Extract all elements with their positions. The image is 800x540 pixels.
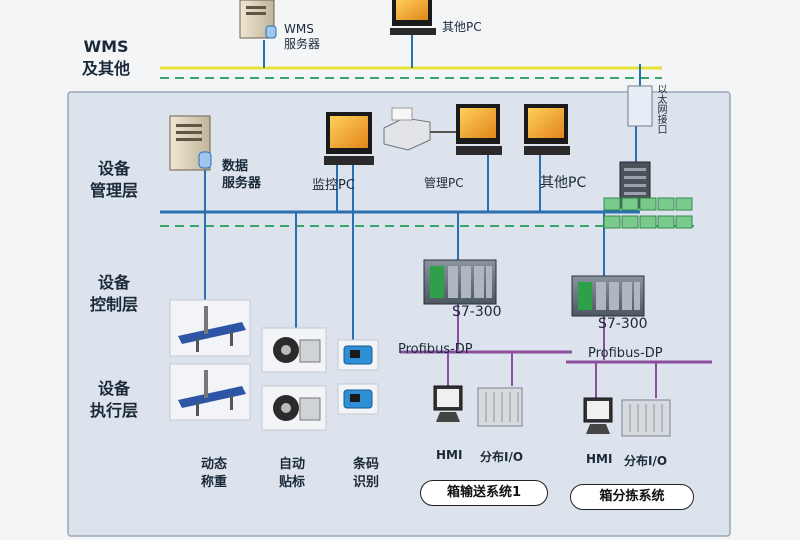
top-other-pc-label: 其他PC (442, 20, 482, 34)
wms-server-line2: 服务器 (284, 37, 321, 51)
manage-pc-icon (456, 104, 502, 155)
wms-server-icon (239, 0, 277, 39)
layer-management-line2: 管理层 (89, 181, 138, 200)
data-server-label: 数据 服务器 (222, 158, 261, 192)
plc2-label: S7-300 (598, 316, 648, 332)
barcode-line1: 条码 (352, 457, 379, 472)
printer-icon (383, 107, 456, 151)
io1-label: 分布I/O (480, 450, 524, 464)
layer-label-management: 设备 管理层 (78, 158, 150, 202)
weighing-machine-icon-1 (169, 299, 251, 357)
wms-server-line1: WMS (284, 22, 314, 36)
hub-modules-icon (603, 197, 693, 229)
layer-wms-line1: WMS (83, 37, 129, 56)
hmi2-icon (583, 397, 613, 434)
plc2-icon (571, 275, 645, 317)
profibus1-label: Profibus-DP (398, 342, 473, 357)
layer-label-wms: WMS 及其他 (74, 36, 138, 80)
barcode-line2: 识别 (352, 475, 379, 490)
system-conveying-badge: 箱输送系统1 (420, 480, 548, 506)
plc1-label: S7-300 (452, 304, 502, 320)
labeling-machine-icon-2 (261, 385, 327, 431)
labeling-machine-icon-1 (261, 327, 327, 373)
ethernet-port-label: 以太网接口 (655, 84, 666, 134)
barcode-reader-icon-2 (337, 383, 379, 415)
barcode-reader-icon-1 (337, 339, 379, 371)
profibus2-label: Profibus-DP (588, 346, 663, 361)
io1-icon (477, 387, 523, 427)
weighing-label: 动态 称重 (192, 456, 236, 492)
other-pc-icon (524, 104, 570, 155)
wms-server-label: WMS 服务器 (284, 22, 320, 52)
io2-label: 分布I/O (624, 454, 668, 468)
hmi1-label: HMI (436, 448, 463, 462)
weighing-line2: 称重 (200, 475, 227, 490)
io2-icon (621, 399, 671, 437)
weighing-line1: 动态 (200, 457, 227, 472)
monitor-pc-label: 监控PC (312, 178, 355, 193)
top-pc-icon (390, 0, 436, 35)
hmi1-icon (433, 385, 463, 422)
layer-label-control: 设备 控制层 (78, 272, 150, 316)
hmi2-label: HMI (586, 452, 613, 466)
manage-pc-label: 管理PC (424, 176, 464, 190)
layer-label-execution: 设备 执行层 (78, 378, 150, 422)
barcode-label: 条码 识别 (344, 456, 388, 492)
monitor-pc-icon (324, 112, 374, 165)
system-sorting-badge: 箱分拣系统 (570, 484, 694, 510)
layer-execution-line2: 执行层 (89, 401, 138, 420)
layer-control-line1: 设备 (97, 273, 130, 292)
plc1-icon (423, 259, 497, 305)
layer-wms-line2: 及其他 (81, 59, 130, 78)
data-server-line1: 数据 (222, 159, 249, 174)
data-server-line2: 服务器 (222, 176, 262, 191)
weighing-machine-icon-2 (169, 363, 251, 421)
panel-background (67, 91, 731, 537)
layer-execution-line1: 设备 (97, 379, 130, 398)
layer-management-line1: 设备 (97, 159, 130, 178)
labeling-line2: 贴标 (278, 475, 305, 490)
labeling-line1: 自动 (278, 457, 305, 472)
data-server-icon (169, 115, 212, 171)
other-pc-label: 其他PC (540, 175, 587, 191)
ethernet-port-icon (627, 85, 653, 127)
labeling-label: 自动 贴标 (270, 456, 314, 492)
layer-control-line2: 控制层 (89, 295, 138, 314)
